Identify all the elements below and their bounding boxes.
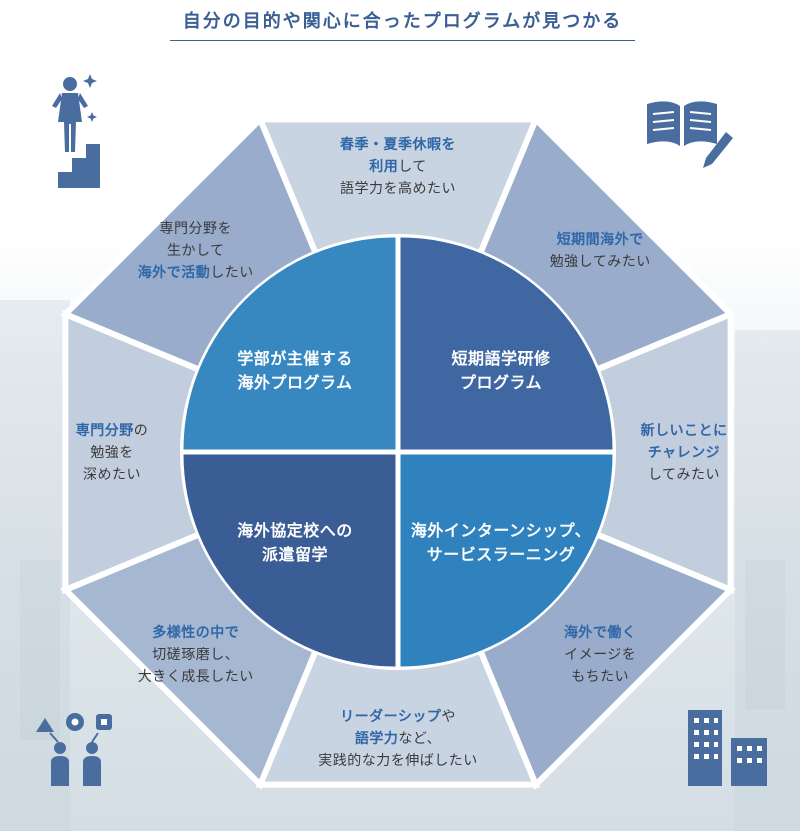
svg-text:新しいことに: 新しいことに — [641, 422, 728, 439]
svg-text:海外インターンシップ、: 海外インターンシップ、 — [411, 521, 591, 540]
svg-text:イメージを: イメージを — [564, 647, 636, 663]
svg-text:語学力など、: 語学力など、 — [355, 730, 441, 747]
svg-text:学部が主催する: 学部が主催する — [237, 349, 353, 368]
program-label-3: 海外インターンシップ、サービスラーニング — [411, 521, 591, 564]
svg-text:深めたい: 深めたい — [83, 467, 141, 483]
svg-text:切磋琢磨し、: 切磋琢磨し、 — [152, 647, 239, 663]
svg-text:語学力を高めたい: 語学力を高めたい — [340, 180, 456, 197]
svg-text:プログラム: プログラム — [460, 373, 542, 392]
svg-text:勉強を: 勉強を — [90, 445, 134, 461]
svg-text:多様性の中で: 多様性の中で — [152, 624, 239, 641]
program-quadrant-top-right — [400, 237, 613, 450]
svg-text:大きく成長したい: 大きく成長したい — [138, 669, 254, 685]
svg-text:専門分野を: 専門分野を — [160, 221, 233, 237]
svg-text:短期語学研修: 短期語学研修 — [451, 349, 551, 368]
svg-text:してみたい: してみたい — [648, 467, 720, 483]
svg-text:実践的な力を伸ばしたい: 実践的な力を伸ばしたい — [318, 753, 478, 769]
svg-text:生かして: 生かして — [167, 243, 225, 259]
heading-text: 自分の目的や関心に合ったプログラムが見つかる — [182, 11, 623, 32]
program-quadrant-bottom-left — [183, 454, 396, 667]
svg-text:派遣留学: 派遣留学 — [262, 545, 328, 564]
svg-text:専門分野の: 専門分野の — [76, 422, 149, 439]
svg-text:短期間海外で: 短期間海外で — [557, 231, 644, 248]
svg-text:海外で活動したい: 海外で活動したい — [138, 264, 254, 281]
book-pencil-icon — [647, 101, 733, 168]
program-quadrant-bottom-right — [400, 454, 613, 667]
person-on-stairs-icon — [52, 74, 100, 188]
svg-text:海外協定校への: 海外協定校への — [237, 521, 353, 540]
svg-text:海外プログラム: 海外プログラム — [237, 373, 352, 392]
city-buildings-icon — [688, 710, 767, 786]
svg-text:春季・夏季休暇を: 春季・夏季休暇を — [339, 136, 456, 153]
program-center: 学部が主催する海外プログラム短期語学研修プログラム海外インターンシップ、サービス… — [180, 234, 616, 670]
background-city-silhouette — [0, 300, 800, 831]
svg-text:チャレンジ: チャレンジ — [648, 445, 720, 461]
svg-text:サービスラーニング: サービスラーニング — [427, 545, 576, 564]
people-ideas-icon — [36, 713, 112, 786]
page-heading: 自分の目的や関心に合ったプログラムが見つかる — [170, 10, 635, 41]
svg-text:利用して: 利用して — [369, 158, 427, 175]
svg-text:勉強してみたい: 勉強してみたい — [550, 254, 651, 270]
svg-text:リーダーシップや: リーダーシップや — [340, 708, 456, 725]
svg-text:もちたい: もちたい — [571, 669, 629, 685]
svg-text:海外で働く: 海外で働く — [564, 624, 637, 641]
program-quadrant-top-left — [183, 237, 396, 450]
